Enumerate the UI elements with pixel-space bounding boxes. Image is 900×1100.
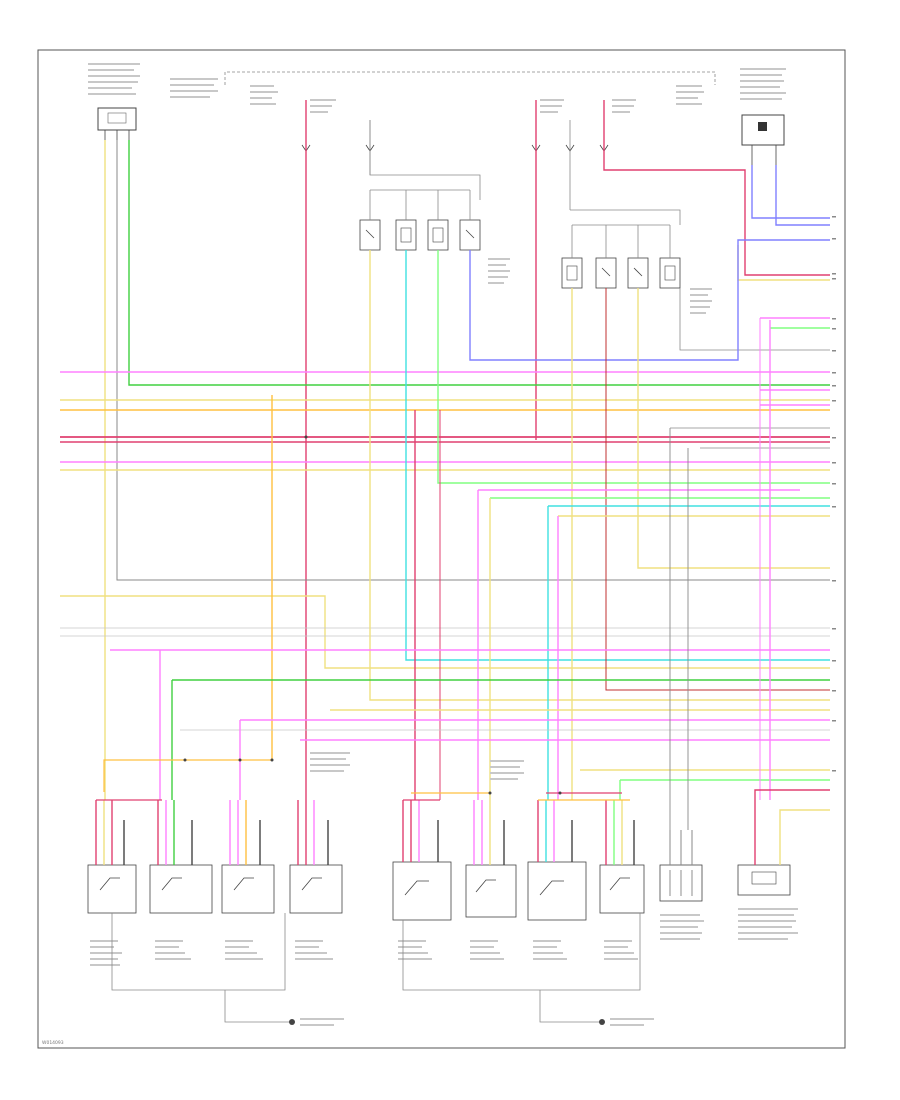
- module-top-right: [741, 114, 785, 165]
- switch-7: [527, 800, 587, 921]
- module-bottom-1: [659, 830, 703, 902]
- label-block-top-left: [88, 63, 786, 113]
- switch-icon: [539, 880, 564, 896]
- switch-icon: [475, 879, 496, 893]
- switch-4: [289, 800, 343, 914]
- relay-left-2: [395, 219, 417, 251]
- relay-icon: [664, 265, 676, 281]
- relay-left-1: [359, 219, 381, 251]
- ground-right: [599, 1018, 654, 1026]
- sensor-top-left: [97, 107, 137, 140]
- relays-right: [561, 257, 681, 289]
- switches-bottom: [87, 800, 645, 921]
- switch-3: [221, 800, 275, 914]
- switch-5: [392, 800, 452, 921]
- relay-icon: [400, 227, 412, 243]
- module-icon: [758, 122, 767, 131]
- relay-icon: [601, 267, 611, 277]
- feed-wires: [305, 100, 830, 800]
- switch-2: [149, 800, 213, 914]
- top-bracket: [224, 71, 716, 85]
- relay-icon: [465, 229, 475, 239]
- ground-left: [289, 1018, 344, 1026]
- relay-icon: [365, 229, 375, 239]
- switch-icon: [99, 877, 120, 891]
- sensor-connector-icon: [107, 112, 127, 124]
- ground-icon: [289, 1019, 295, 1025]
- module-icon: [751, 871, 777, 885]
- relay-icon: [633, 267, 643, 277]
- relay-right-4: [659, 257, 681, 289]
- switch-icon: [404, 880, 429, 896]
- relay-right-2: [595, 257, 617, 289]
- module-icon: [669, 870, 693, 896]
- relay-right-3: [627, 257, 649, 289]
- relay-left-3: [427, 219, 449, 251]
- relay-right-1: [561, 257, 583, 289]
- right-edge-pins: [832, 216, 836, 772]
- switch-6: [465, 800, 517, 918]
- relay-icon: [566, 265, 578, 281]
- ground-bus-lines: [111, 913, 641, 1023]
- footer-code: W014093: [42, 1040, 64, 1046]
- ground-icon: [599, 1019, 605, 1025]
- relay-icon: [432, 227, 444, 243]
- fuse-connectors-top: [301, 144, 609, 152]
- harness-wires: [60, 140, 830, 830]
- switch-labels: [90, 258, 798, 966]
- switch-icon: [609, 877, 630, 891]
- switch-icon: [301, 877, 322, 891]
- relay-bus-lines: [369, 189, 671, 258]
- switch-1: [87, 800, 137, 914]
- switch-jumpers: [96, 759, 630, 801]
- junction-dots: [183, 435, 562, 795]
- relay-left-4: [459, 219, 481, 251]
- diagram-frame: [37, 49, 846, 1049]
- module-bottom-2: [737, 830, 791, 896]
- relays-left: [359, 219, 481, 251]
- switch-icon: [161, 877, 182, 891]
- switch-icon: [233, 877, 254, 891]
- switch-8: [599, 800, 645, 914]
